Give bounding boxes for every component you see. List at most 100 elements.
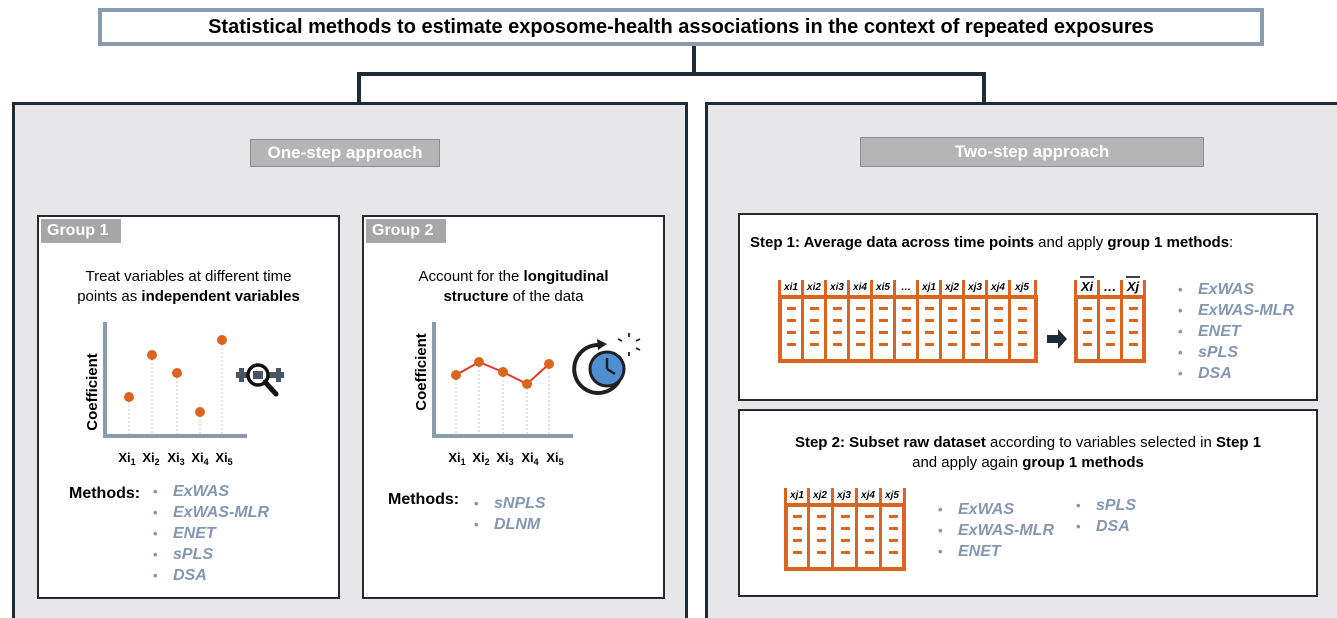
group2-methods-label: Methods: <box>388 491 460 508</box>
connector-right-drop <box>982 72 986 104</box>
group1-stems <box>128 340 223 434</box>
group2-point-4 <box>522 379 532 389</box>
group1-point-2 <box>147 350 157 360</box>
table-cell-dash <box>948 331 957 334</box>
table-cell-dash <box>1018 307 1027 310</box>
two-step-label: Two-step approach <box>860 137 1204 167</box>
step2-method: ENET <box>938 541 1054 562</box>
step1-method: DSA <box>1178 363 1294 384</box>
table-cell-dash <box>1018 343 1027 346</box>
group1-points <box>124 335 227 417</box>
table-cell-dash <box>833 307 842 310</box>
table-cell-dash <box>994 319 1003 322</box>
step2-methods-list-a: ExWAS ExWAS-MLR ENET <box>938 499 1054 562</box>
step2-methods-list-b: sPLS DSA <box>1076 495 1136 537</box>
step2-bold2: Step 1 <box>1216 434 1262 451</box>
table-cell-dash <box>856 331 865 334</box>
svg-text:xj1: xj1 <box>921 282 936 293</box>
table-cell-dash <box>865 551 874 554</box>
step2-card: Step 2: Subset raw dataset according to … <box>738 409 1318 597</box>
group1-methods-list: ExWAS ExWAS-MLR ENET sPLS DSA <box>153 481 269 586</box>
group1-tag-text: Group 1 <box>47 222 109 239</box>
group2-point-2 <box>474 357 484 367</box>
group2-point-1 <box>451 370 461 380</box>
step1-bold1: Step 1: Average data across time points <box>750 234 1034 251</box>
step1-data-tables: xi1 xi2 xi3 xi4 xi5 … xj1 xj2 xj3 xj4 xj… <box>778 276 1146 363</box>
group1-tag: Group 1 <box>41 219 121 243</box>
group1-description: Treat variables at different time points… <box>39 267 338 307</box>
group1-method: sPLS <box>153 544 269 565</box>
svg-text:Xi2: Xi2 <box>472 450 489 467</box>
group2-x-ticks: Xi1 Xi2 Xi3 Xi4 Xi5 <box>448 450 563 467</box>
table-cell-dash <box>856 319 865 322</box>
table-cell-dash <box>865 539 874 542</box>
step2-method: ExWAS-MLR <box>938 520 1054 541</box>
table-cell-dash <box>971 331 980 334</box>
svg-text:Xj: Xj <box>1126 279 1140 294</box>
svg-text:xi5: xi5 <box>875 282 890 293</box>
table-cell-dash <box>810 307 819 310</box>
table-cell-dash <box>925 331 934 334</box>
group1-card: Group 1 Treat variables at different tim… <box>37 215 340 599</box>
step2-bold3: group 1 methods <box>1022 454 1144 471</box>
svg-text:xi2: xi2 <box>806 282 821 293</box>
group2-method: DLNM <box>474 514 546 535</box>
table-cell-dash <box>793 527 802 530</box>
group1-x-ticks: Xi1 Xi2 Xi3 Xi4 Xi5 <box>118 450 232 467</box>
table-cell-dash <box>994 331 1003 334</box>
svg-text:xj4: xj4 <box>990 282 1005 293</box>
table-cell-dash <box>879 319 888 322</box>
table-cell-dash <box>902 307 911 310</box>
table-cell-dash <box>817 515 826 518</box>
table-cell-dash <box>817 539 826 542</box>
table-cell-dash <box>787 307 796 310</box>
svg-text:xj4: xj4 <box>860 490 875 501</box>
connector-vertical-top <box>692 46 696 76</box>
table-cell-dash <box>793 551 802 554</box>
svg-text:xj2: xj2 <box>812 490 827 501</box>
table-cell-dash <box>925 343 934 346</box>
step2-method: sPLS <box>1076 495 1136 516</box>
table-cell-dash <box>925 307 934 310</box>
group2-desc-bold2: structure <box>443 288 509 305</box>
svg-text:Xi2: Xi2 <box>142 450 159 467</box>
svg-text:Xi1: Xi1 <box>448 450 465 467</box>
table-cell-dash <box>1018 319 1027 322</box>
step1-averaged-labels: Xi … Xj <box>1080 276 1140 294</box>
group2-point-5 <box>544 359 554 369</box>
step1-raw-table <box>778 280 1038 363</box>
one-step-label-text: One-step approach <box>267 143 423 162</box>
table-cell-dash <box>1083 331 1092 334</box>
step1-column-labels: xi1 xi2 xi3 xi4 xi5 … xj1 xj2 xj3 xj4 xj… <box>783 282 1029 293</box>
table-cell-dash <box>948 307 957 310</box>
table-cell-dash <box>994 307 1003 310</box>
two-step-label-text: Two-step approach <box>954 142 1110 161</box>
table-cell-dash <box>971 307 980 310</box>
group2-method: sNPLS <box>474 493 546 514</box>
table-cell-dash <box>1106 307 1115 310</box>
group1-point-1 <box>124 392 134 402</box>
table-cell-dash <box>865 515 874 518</box>
step1-text1: and apply <box>1033 234 1108 251</box>
svg-text:xj3: xj3 <box>967 282 982 293</box>
step2-text1: according to variables selected in <box>985 434 1217 451</box>
magnifier-icon <box>236 363 284 397</box>
table-cell-dash <box>833 319 842 322</box>
group2-stems <box>455 362 550 434</box>
table-cell-dash <box>810 343 819 346</box>
svg-text:xj5: xj5 <box>884 490 899 501</box>
table-cell-dash <box>1106 343 1115 346</box>
step1-text: Step 1: Average data across time points … <box>750 233 1320 253</box>
svg-text:xj3: xj3 <box>836 490 851 501</box>
table-cell-dash <box>879 331 888 334</box>
group2-desc-line1: Account for the <box>418 268 524 285</box>
step2-bold1: Step 2: Subset raw dataset <box>794 434 986 451</box>
svg-text:xi1: xi1 <box>783 282 798 293</box>
diagram-title: Statistical methods to estimate exposome… <box>98 8 1264 46</box>
table-cell-dash <box>902 319 911 322</box>
group2-point-3 <box>498 367 508 377</box>
one-step-panel: One-step approach Group 1 Treat variable… <box>12 102 688 618</box>
step1-bold2: group 1 methods <box>1107 234 1230 251</box>
group1-desc-line2: points as <box>77 288 142 305</box>
group1-point-5 <box>217 335 227 345</box>
